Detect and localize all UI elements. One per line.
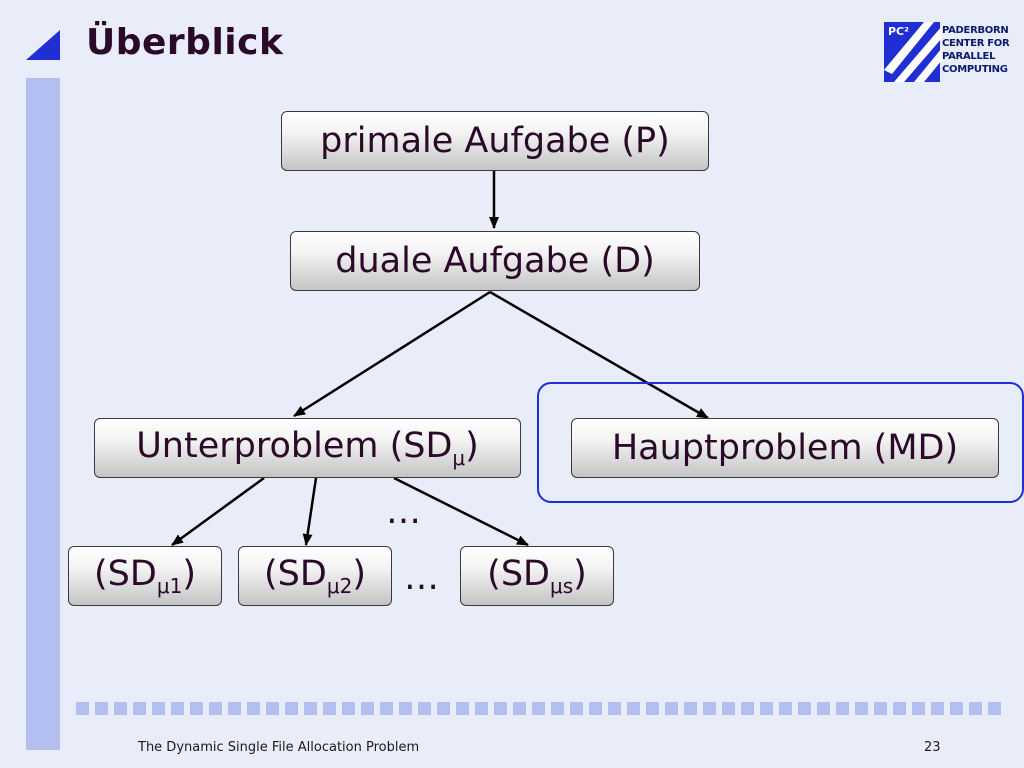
footer-dot [399, 702, 412, 715]
footer-dot [95, 702, 108, 715]
footer-dot [893, 702, 906, 715]
node-sd-mu2: (SDμ2) [238, 546, 392, 606]
sidebar-bar [26, 78, 60, 750]
footer-dot [836, 702, 849, 715]
node-primal: primale Aufgabe (P) [281, 111, 709, 171]
logo-line: PADERBORN [942, 25, 1009, 36]
edge-sub-sd2 [302, 477, 318, 546]
footer-dot [152, 702, 165, 715]
footer-dot [532, 702, 545, 715]
node-primal-label: primale Aufgabe (P) [320, 121, 670, 161]
node-mainproblem: Hauptproblem (MD) [571, 418, 999, 478]
node-subproblem: Unterproblem (SDμ) [94, 418, 521, 478]
page-number: 23 [924, 740, 941, 755]
footer-dot [684, 702, 697, 715]
footer-dot [722, 702, 735, 715]
footer-dot [798, 702, 811, 715]
ellipsis-mid: … [386, 492, 421, 532]
slide-title: Überblick [86, 22, 284, 63]
node-sd-mu2-label: (SDμ2) [264, 554, 366, 598]
footer-dot [741, 702, 754, 715]
footer-dot [551, 702, 564, 715]
footer-dot [646, 702, 659, 715]
logo-text: PADERBORN CENTER FOR PARALLEL COMPUTING [942, 24, 1010, 76]
node-dual-label: duale Aufgabe (D) [335, 241, 655, 281]
footer-dot [342, 702, 355, 715]
edge-sub-sds [393, 476, 529, 547]
footer-dot [247, 702, 260, 715]
title-triangle-icon [26, 30, 60, 60]
logo-line: PARALLEL [942, 51, 996, 62]
footer-dot [133, 702, 146, 715]
footer-dot [209, 702, 222, 715]
footer-dot [114, 702, 127, 715]
logo-badge: PC² [888, 25, 909, 38]
footer-dot [190, 702, 203, 715]
footer-dot [494, 702, 507, 715]
footer-dot [608, 702, 621, 715]
ellipsis-bottom: … [404, 558, 439, 598]
footer-dot [304, 702, 317, 715]
node-sd-mus: (SDμs) [460, 546, 614, 606]
footer-dot [931, 702, 944, 715]
footer-dot [703, 702, 716, 715]
footer-dot [760, 702, 773, 715]
footer-dotted-line [76, 702, 1006, 716]
footer-dot [323, 702, 336, 715]
node-sd-mu1: (SDμ1) [68, 546, 222, 606]
footer-dot [456, 702, 469, 715]
footer-dot [950, 702, 963, 715]
footer-dot [912, 702, 925, 715]
footer-dot [665, 702, 678, 715]
footer-title: The Dynamic Single File Allocation Probl… [138, 740, 420, 755]
footer-dot [361, 702, 374, 715]
footer-dot [76, 702, 89, 715]
footer-dot [418, 702, 431, 715]
node-subproblem-label: Unterproblem (SDμ) [136, 426, 479, 470]
footer-dot [779, 702, 792, 715]
footer-dot [627, 702, 640, 715]
footer-dot [570, 702, 583, 715]
footer-dot [513, 702, 526, 715]
logo-line: CENTER FOR [942, 38, 1010, 49]
footer-dot [475, 702, 488, 715]
edge-dual-sub [293, 290, 491, 418]
footer-dot [988, 702, 1001, 715]
edge-sub-sd1 [171, 476, 265, 547]
node-dual: duale Aufgabe (D) [290, 231, 700, 291]
edge-dual-main [489, 290, 709, 420]
node-sd-mus-label: (SDμs) [487, 554, 587, 598]
footer-dot [437, 702, 450, 715]
footer-dot [969, 702, 982, 715]
footer-dot [855, 702, 868, 715]
footer-dot [171, 702, 184, 715]
footer-dot [874, 702, 887, 715]
footer-dot [228, 702, 241, 715]
footer-dot [817, 702, 830, 715]
node-sd-mu1-label: (SDμ1) [94, 554, 196, 598]
footer-dot [589, 702, 602, 715]
pc2-logo-icon [884, 22, 942, 82]
footer-dot [285, 702, 298, 715]
node-mainproblem-label: Hauptproblem (MD) [611, 428, 959, 468]
main-problem-highlight [537, 382, 1024, 503]
logo-line: COMPUTING [942, 64, 1008, 75]
footer-dot [266, 702, 279, 715]
footer-dot [380, 702, 393, 715]
